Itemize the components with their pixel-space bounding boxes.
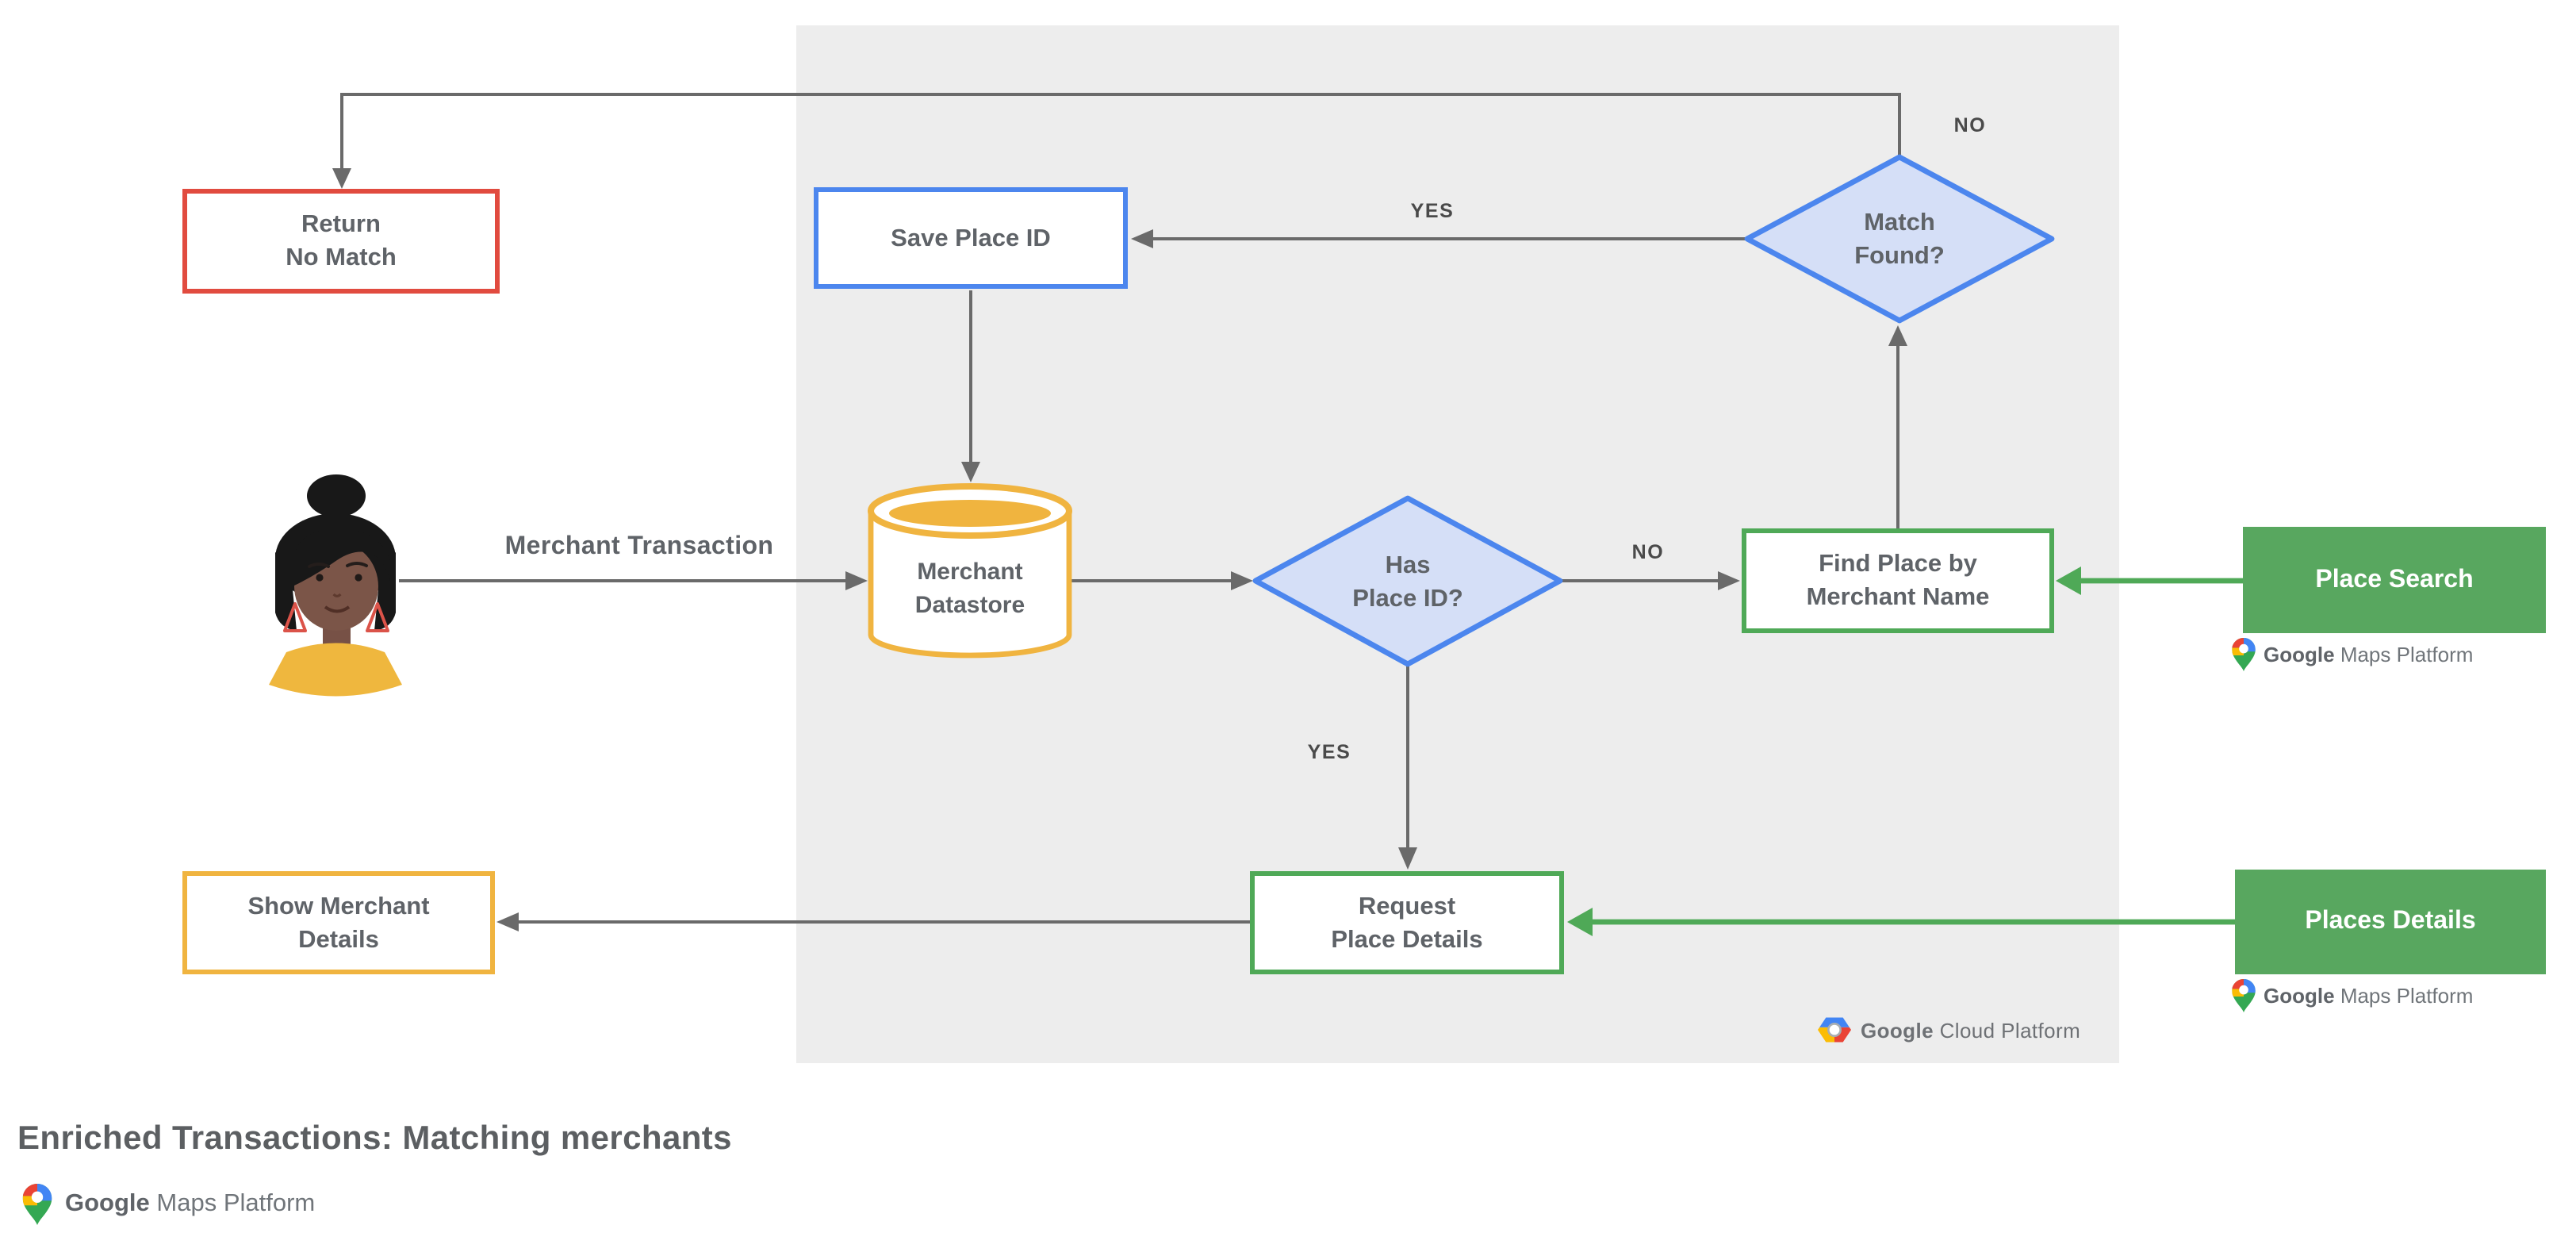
place-search-api-box: Place Search — [2243, 527, 2546, 633]
gmp-logo-places-details: Google Maps Platform — [2232, 977, 2473, 1015]
match-found-label: Match Found? — [1854, 209, 1945, 270]
no-label-top: NO — [1953, 113, 1987, 136]
place-search-label: Place Search — [2315, 566, 2474, 593]
diagram-title: Enriched Transactions: Matching merchant… — [17, 1120, 732, 1157]
return-no-match-line2: No Match — [286, 244, 397, 271]
gmp-logo-google: Google — [2264, 642, 2335, 666]
maps-pin-icon — [22, 1184, 52, 1225]
save-place-id-box: Save Place ID — [814, 187, 1128, 289]
arrowhead-return — [332, 168, 351, 189]
has-place-id-label: Has Place ID? — [1352, 551, 1463, 612]
gcp-hexagon-icon — [1818, 1017, 1851, 1043]
show-merchant-details-box: Show Merchant Details — [182, 871, 495, 974]
yes-label-mid: YES — [1307, 740, 1351, 762]
arrowhead-show — [496, 912, 519, 931]
places-details-api-box: Places Details — [2235, 870, 2546, 974]
user-avatar-icon — [269, 474, 402, 697]
gcp-logo-google: Google — [1861, 1018, 1934, 1042]
request-place-details-box: Request Place Details — [1250, 871, 1564, 974]
maps-pin-icon — [2232, 979, 2256, 1012]
merchant-transaction-label: Merchant Transaction — [504, 533, 774, 560]
gcp-logo-rest: Cloud Platform — [1939, 1018, 2081, 1042]
gmp-logo-rest: Maps Platform — [2340, 642, 2474, 666]
yes-label-top: YES — [1410, 200, 1455, 222]
gmp-logo-place-search: Google Maps Platform — [2232, 635, 2473, 673]
gcp-logo: Google Cloud Platform — [1818, 1014, 2080, 1046]
return-no-match-line1: Return — [301, 211, 381, 238]
places-details-label: Places Details — [2305, 908, 2476, 935]
merchant-datastore-label: Merchant Datastore — [914, 559, 1025, 619]
no-label-mid: NO — [1631, 541, 1665, 563]
gmp-logo-footer: Google Maps Platform — [22, 1181, 315, 1228]
find-place-by-merchant-name-box: Find Place by Merchant Name — [1742, 528, 2054, 633]
save-place-id-label: Save Place ID — [891, 225, 1051, 252]
return-no-match-box: Return No Match — [182, 189, 500, 294]
maps-pin-icon — [2232, 637, 2256, 670]
